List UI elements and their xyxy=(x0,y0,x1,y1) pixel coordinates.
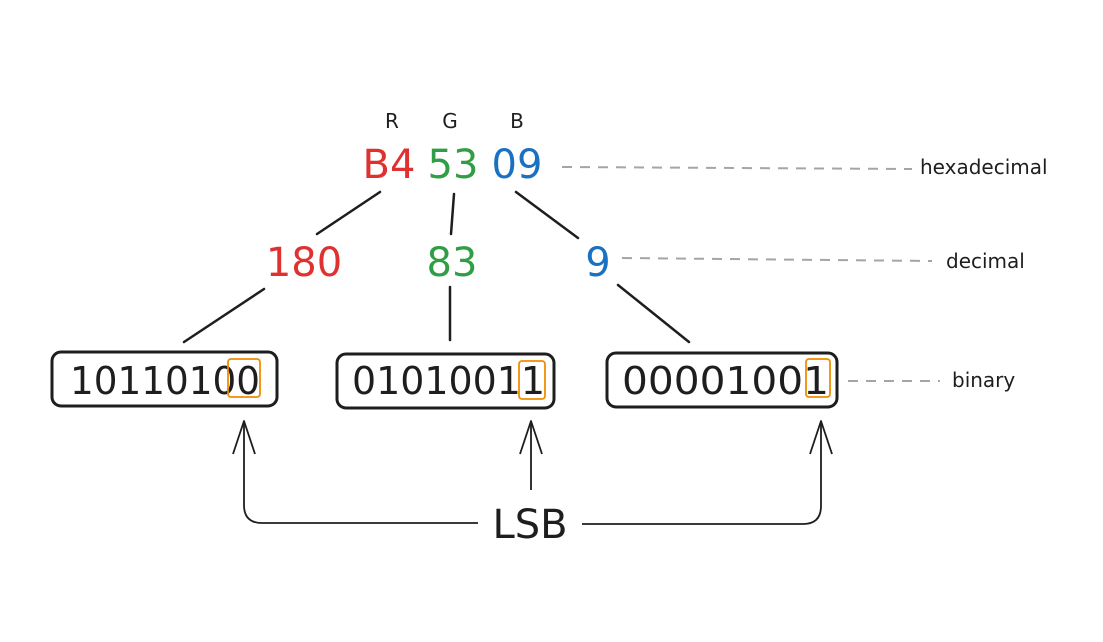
binary-box-g xyxy=(335,352,556,410)
lsb-arrow-left xyxy=(243,424,478,524)
lsb-arrow-right-head-icon xyxy=(809,420,833,455)
hex-value-b: 09 xyxy=(492,142,543,188)
channel-letter-b: B xyxy=(510,109,524,133)
connector-decimal-b-to-binary xyxy=(616,283,691,344)
decimal-label: decimal xyxy=(946,249,1025,273)
decimal-value-b: 9 xyxy=(585,240,610,286)
lsb-label: LSB xyxy=(492,502,567,548)
connector-hex-g-to-decimal xyxy=(449,192,456,236)
lsb-highlight-g xyxy=(518,360,546,400)
binary-box-b xyxy=(605,351,839,409)
lsb-arrow-middle-head-icon xyxy=(519,420,543,455)
lsb-highlight-b xyxy=(805,358,831,398)
hexadecimal-label: hexadecimal xyxy=(920,155,1048,179)
channel-letter-r: R xyxy=(385,109,399,133)
lsb-arrow-right xyxy=(582,424,822,525)
channel-letter-g: G xyxy=(442,109,458,133)
hexadecimal-leader-line xyxy=(561,166,913,170)
binary-value-b: 00001001 xyxy=(622,359,829,403)
decimal-value-r: 180 xyxy=(266,240,342,286)
decimal-leader-line xyxy=(621,257,933,262)
connector-hex-b-to-decimal xyxy=(514,190,580,240)
connector-hex-r-to-decimal xyxy=(315,190,382,236)
hex-value-g: 53 xyxy=(428,142,479,188)
lsb-arrow-left-head-icon xyxy=(232,420,256,455)
decimal-value-g: 83 xyxy=(427,240,478,286)
binary-box-r xyxy=(50,350,279,408)
binary-label: binary xyxy=(952,368,1015,392)
connector-decimal-r-to-binary xyxy=(182,287,266,344)
lsb-highlight-r xyxy=(227,358,261,398)
hex-value-r: B4 xyxy=(363,142,416,188)
binary-value-g: 01010011 xyxy=(352,359,545,403)
